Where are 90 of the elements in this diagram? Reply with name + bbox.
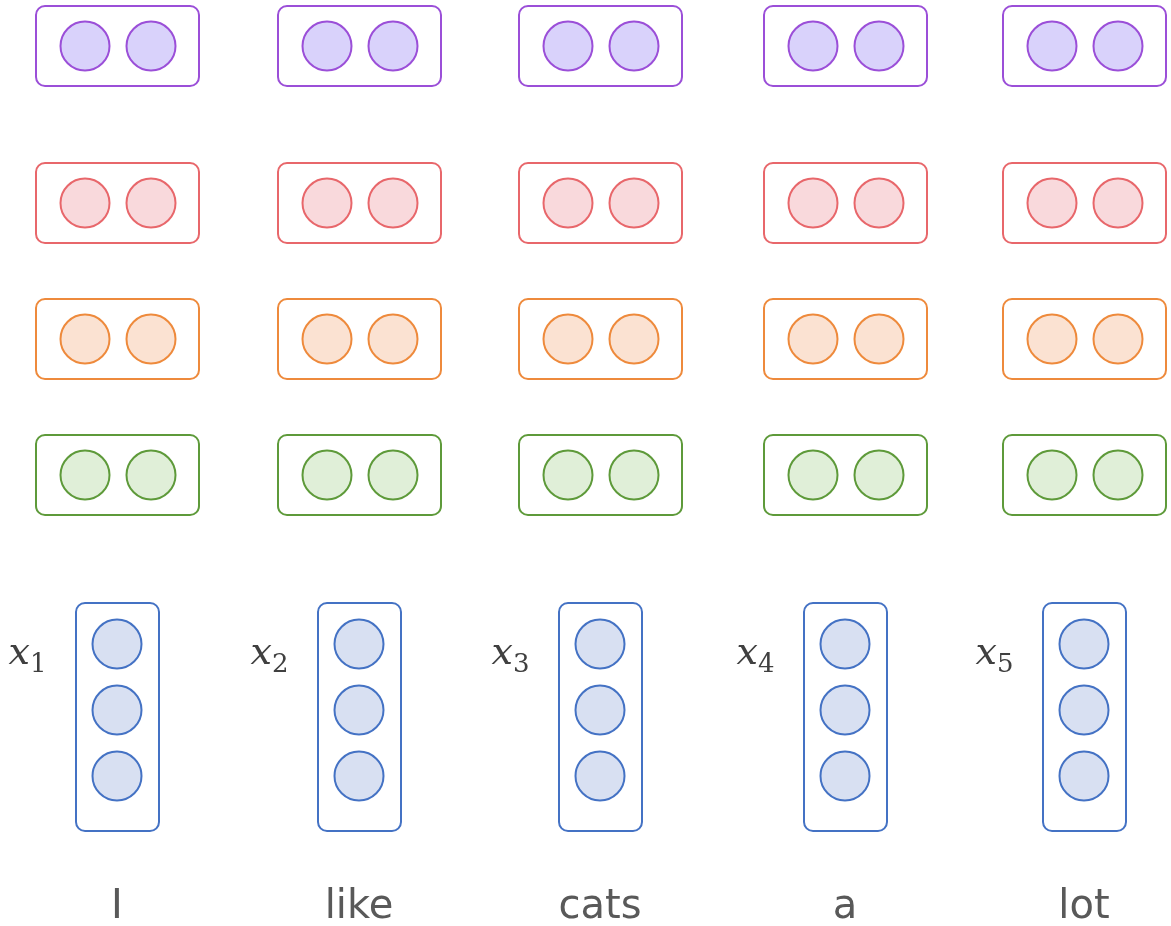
neuron-circle	[574, 750, 626, 802]
neuron-circle	[852, 313, 905, 365]
neuron-circle	[366, 20, 419, 72]
neuron-circle	[1091, 20, 1144, 72]
neuron-circle	[1025, 177, 1078, 229]
neuron-circle	[574, 684, 626, 736]
vector-box	[762, 434, 928, 516]
vector-label: x$_{2}$	[250, 632, 289, 676]
word-label: like	[324, 884, 394, 924]
vector-box	[34, 434, 200, 516]
vector-box	[1001, 162, 1167, 244]
vector-box	[1001, 5, 1167, 87]
neuron-circle	[1058, 750, 1110, 802]
neuron-circle	[786, 20, 839, 72]
vector-label: x$_{4}$	[736, 632, 775, 676]
vector-box	[34, 298, 200, 380]
vector-box	[1041, 602, 1127, 832]
vector-label: x$_{1}$	[8, 632, 47, 676]
vector-box	[34, 5, 200, 87]
neuron-circle	[541, 449, 594, 501]
vector-box	[557, 602, 643, 832]
neuron-circle	[124, 449, 177, 501]
vector-box	[517, 434, 683, 516]
neuron-circle	[366, 177, 419, 229]
neuron-circle	[786, 449, 839, 501]
word-label: cats	[558, 884, 642, 924]
neuron-circle	[366, 313, 419, 365]
neuron-circle	[541, 20, 594, 72]
neuron-circle	[1058, 684, 1110, 736]
neuron-circle	[300, 20, 353, 72]
neuron-circle	[124, 20, 177, 72]
neuron-circle	[300, 313, 353, 365]
neuron-circle	[300, 177, 353, 229]
vector-box	[762, 5, 928, 87]
neuron-circle	[574, 618, 626, 670]
vector-box	[316, 602, 402, 832]
vector-box	[517, 298, 683, 380]
vector-box	[276, 5, 442, 87]
neuron-circle	[58, 313, 111, 365]
neuron-circle	[333, 618, 385, 670]
vector-box	[1001, 298, 1167, 380]
neuron-circle	[1058, 618, 1110, 670]
neuron-circle	[91, 750, 143, 802]
neuron-circle	[300, 449, 353, 501]
vector-box	[276, 434, 442, 516]
neuron-circle	[819, 618, 871, 670]
vector-box	[802, 602, 888, 832]
vector-box	[762, 162, 928, 244]
word-label: a	[832, 884, 858, 924]
neuron-circle	[1091, 313, 1144, 365]
neuron-circle	[819, 750, 871, 802]
neuron-circle	[333, 684, 385, 736]
neuron-circle	[541, 177, 594, 229]
neuron-circle	[1091, 449, 1144, 501]
word-label: lot	[1058, 884, 1110, 924]
neuron-circle	[1025, 20, 1078, 72]
neuron-circle	[607, 313, 660, 365]
neuron-circle	[1025, 449, 1078, 501]
neuron-circle	[124, 313, 177, 365]
neuron-circle	[91, 618, 143, 670]
vector-label: x$_{5}$	[975, 632, 1014, 676]
vector-label: x$_{3}$	[491, 632, 530, 676]
vector-box	[762, 298, 928, 380]
neuron-circle	[333, 750, 385, 802]
neuron-circle	[852, 177, 905, 229]
neuron-circle	[541, 313, 594, 365]
vector-box	[1001, 434, 1167, 516]
vector-box	[517, 5, 683, 87]
neuron-circle	[607, 177, 660, 229]
neuron-circle	[607, 449, 660, 501]
neuron-circle	[366, 449, 419, 501]
neuron-circle	[852, 449, 905, 501]
neuron-circle	[58, 20, 111, 72]
neuron-circle	[607, 20, 660, 72]
neuron-circle	[819, 684, 871, 736]
vector-box	[276, 162, 442, 244]
vector-box	[34, 162, 200, 244]
neuron-circle	[1091, 177, 1144, 229]
neuron-circle	[852, 20, 905, 72]
word-label: I	[111, 884, 123, 924]
neuron-circle	[58, 449, 111, 501]
vector-box	[276, 298, 442, 380]
neuron-circle	[1025, 313, 1078, 365]
neuron-circle	[58, 177, 111, 229]
vector-box	[74, 602, 160, 832]
vector-box	[517, 162, 683, 244]
neuron-circle	[786, 313, 839, 365]
neuron-circle	[91, 684, 143, 736]
neuron-circle	[124, 177, 177, 229]
neuron-circle	[786, 177, 839, 229]
